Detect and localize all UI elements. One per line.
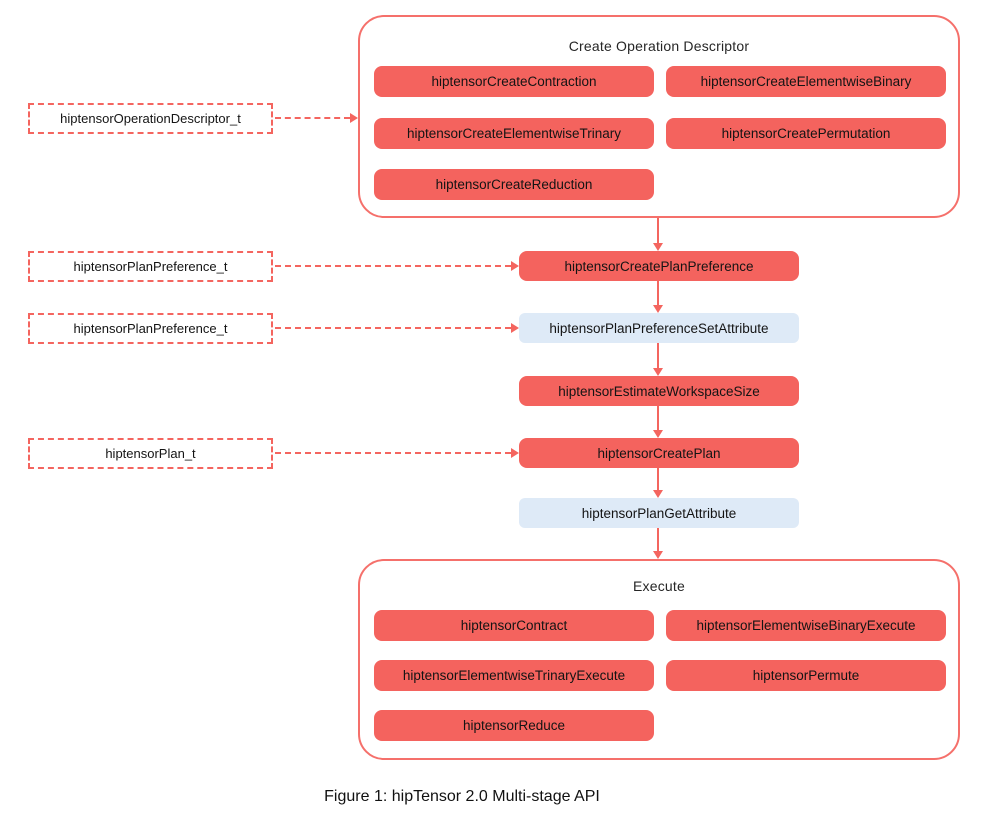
node-hiptensorCreatePermutation: hiptensorCreatePermutation: [666, 118, 946, 149]
typebox-hiptensorPlanPreference_t-1: hiptensorPlanPreference_t: [28, 251, 273, 282]
node-hiptensorPermute: hiptensorPermute: [666, 660, 946, 691]
typebox-hiptensorPlanPreference_t-2: hiptensorPlanPreference_t: [28, 313, 273, 344]
typebox-hiptensorOperationDescriptor_t: hiptensorOperationDescriptor_t: [28, 103, 273, 134]
dashed-connector-operation-descriptor: [275, 117, 350, 119]
flow-arrow-6: [657, 528, 659, 552]
flow-arrow-4: [657, 406, 659, 431]
flow-arrow-2-arrowhead-icon: [653, 305, 663, 313]
node-hiptensorContract: hiptensorContract: [374, 610, 654, 641]
flow-arrow-3-arrowhead-icon: [653, 368, 663, 376]
flow-arrow-3: [657, 343, 659, 369]
flow-arrow-5-arrowhead-icon: [653, 490, 663, 498]
figure-caption: Figure 1: hipTensor 2.0 Multi-stage API: [324, 788, 600, 805]
node-hiptensorReduce: hiptensorReduce: [374, 710, 654, 741]
node-hiptensorCreatePlanPreference: hiptensorCreatePlanPreference: [519, 251, 799, 281]
flow-arrow-4-arrowhead-icon: [653, 430, 663, 438]
dashed-connector-plan-preference-2: [275, 327, 511, 329]
node-hiptensorCreateElementwiseTrinary: hiptensorCreateElementwiseTrinary: [374, 118, 654, 149]
flow-arrow-5: [657, 468, 659, 491]
flow-arrow-1: [657, 218, 659, 244]
dashed-connector-operation-descriptor-arrowhead-icon: [350, 113, 358, 123]
node-hiptensorCreatePlan: hiptensorCreatePlan: [519, 438, 799, 468]
flow-arrow-2: [657, 281, 659, 306]
typebox-hiptensorPlan_t: hiptensorPlan_t: [28, 438, 273, 469]
dashed-connector-plan-preference-1-arrowhead-icon: [511, 261, 519, 271]
node-hiptensorPlanGetAttribute: hiptensorPlanGetAttribute: [519, 498, 799, 528]
flow-arrow-6-arrowhead-icon: [653, 551, 663, 559]
dashed-connector-plan: [275, 452, 511, 454]
node-hiptensorElementwiseTrinaryExecute: hiptensorElementwiseTrinaryExecute: [374, 660, 654, 691]
flow-arrow-1-arrowhead-icon: [653, 243, 663, 251]
create-operation-descriptor-group: Create Operation Descriptor hiptensorCre…: [358, 15, 960, 218]
create-operation-descriptor-title: Create Operation Descriptor: [568, 38, 750, 54]
execute-title: Execute: [633, 578, 685, 594]
execute-group: Execute hiptensorContract hiptensorEleme…: [358, 559, 960, 760]
dashed-connector-plan-preference-1: [275, 265, 511, 267]
node-hiptensorEstimateWorkspaceSize: hiptensorEstimateWorkspaceSize: [519, 376, 799, 406]
node-hiptensorCreateElementwiseBinary: hiptensorCreateElementwiseBinary: [666, 66, 946, 97]
node-hiptensorPlanPreferenceSetAttribute: hiptensorPlanPreferenceSetAttribute: [519, 313, 799, 343]
node-hiptensorCreateReduction: hiptensorCreateReduction: [374, 169, 654, 200]
dashed-connector-plan-preference-2-arrowhead-icon: [511, 323, 519, 333]
dashed-connector-plan-arrowhead-icon: [511, 448, 519, 458]
node-hiptensorElementwiseBinaryExecute: hiptensorElementwiseBinaryExecute: [666, 610, 946, 641]
node-hiptensorCreateContraction: hiptensorCreateContraction: [374, 66, 654, 97]
